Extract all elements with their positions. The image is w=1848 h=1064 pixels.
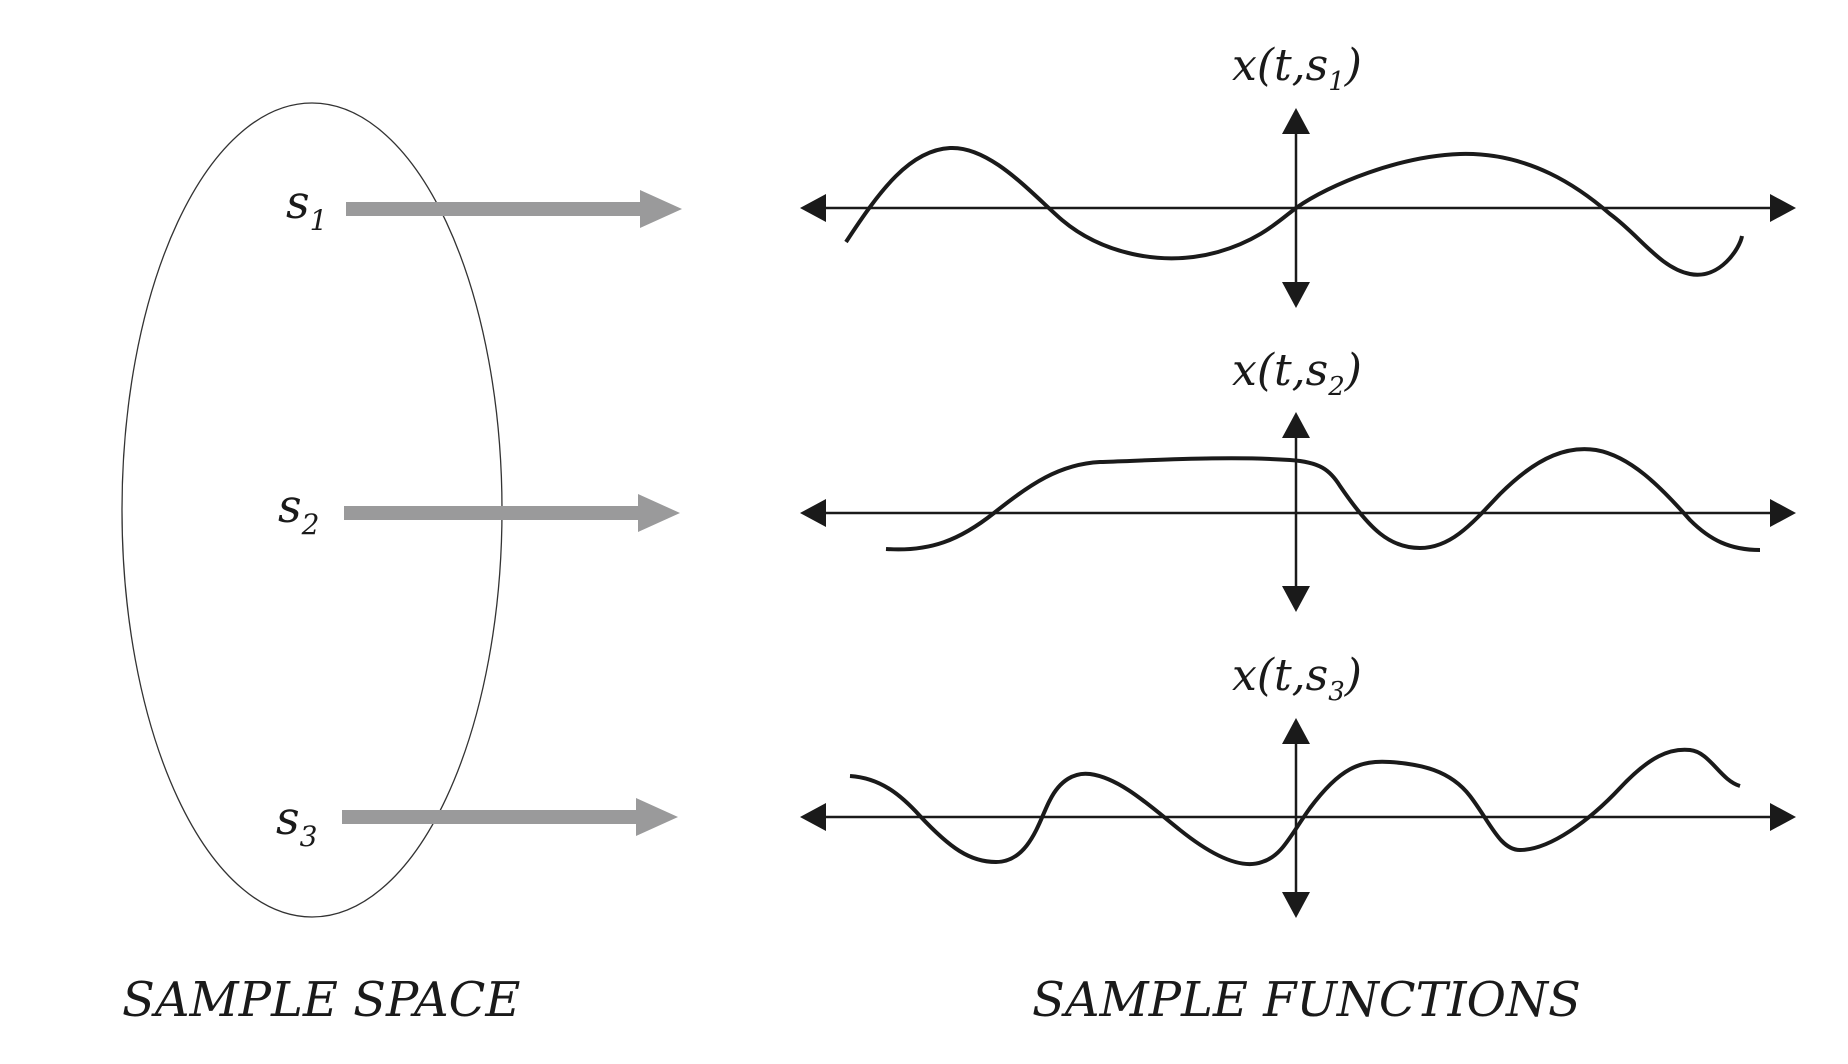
sample-functions-caption: SAMPLE FUNCTIONS [1032,972,1581,1028]
sample-function-curve [885,447,1761,552]
function-label-3: x(t,s3) [1232,650,1362,707]
sample-point-s2-label: s2 [278,479,319,541]
value-axis [1282,718,1310,918]
sample-function-curve [849,747,1741,867]
sample-function-plot-1: x(t,s1) [800,40,1796,308]
sample-point-s3-label: s3 [276,791,317,853]
time-axis [800,499,1796,527]
mapping-arrow-s2 [344,494,680,532]
sample-function-plot-2: x(t,s2) [800,345,1796,612]
function-label-1: x(t,s1) [1232,40,1362,97]
sample-function-plot-3: x(t,s3) [800,650,1796,918]
function-label-2: x(t,s2) [1232,345,1362,402]
sample-function-curve [844,145,1744,277]
mapping-arrow-s1 [346,190,682,228]
sample-space-caption: SAMPLE SPACE [122,972,520,1028]
sample-point-s1-label: s1 [286,175,327,237]
mapping-arrow-s3 [342,798,678,836]
